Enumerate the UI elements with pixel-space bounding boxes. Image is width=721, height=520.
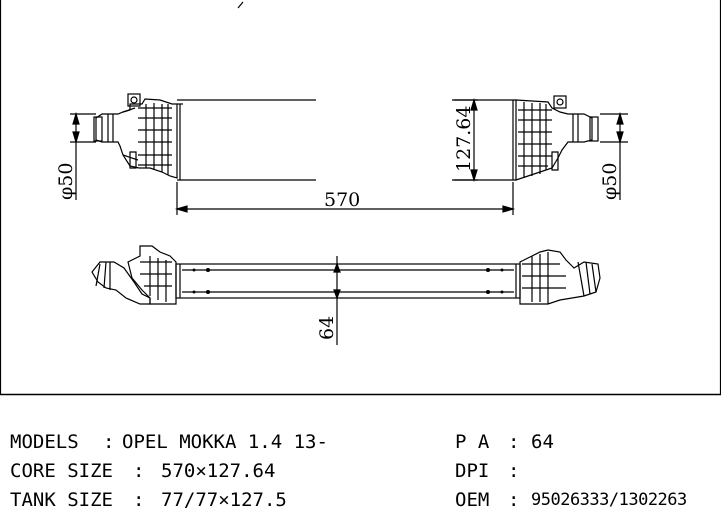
dim-depth: 64	[316, 256, 341, 345]
left-inlet-pipe	[91, 261, 151, 305]
dpi-label: DPI	[455, 460, 490, 482]
core-side	[175, 263, 521, 299]
right-outlet-pipe	[577, 261, 597, 297]
models-value: OPEL MOKKA 1.4 13-	[122, 431, 328, 453]
right-tank	[515, 95, 599, 181]
pa-label: P A	[455, 431, 490, 453]
left-tank-bottom	[127, 245, 177, 305]
pa-sep: :	[508, 431, 520, 453]
core-rivets	[192, 268, 504, 294]
pa-value: 64	[531, 431, 554, 453]
dim-right-port: φ50	[599, 111, 628, 200]
tank-size-sep: :	[133, 489, 145, 511]
bottom-view: 64	[91, 245, 601, 345]
core-size-label: CORE SIZE	[10, 460, 113, 482]
left-core-section	[177, 99, 316, 181]
core-size-value: 570×127.64	[161, 460, 276, 482]
top-view: 570 127.64 φ50	[55, 93, 628, 215]
left-tank	[93, 93, 178, 179]
right-tank-bottom	[519, 249, 601, 305]
models-label: MODELS	[10, 431, 79, 453]
tank-size-value: 77/77×127.5	[161, 489, 287, 511]
dim-depth-label: 64	[316, 316, 338, 340]
core-size-sep: :	[133, 460, 145, 482]
dim-right-port-label: φ50	[599, 163, 621, 200]
dim-height: 127.64	[453, 97, 478, 183]
oem-label: OEM	[455, 489, 490, 511]
oem-value: 95026333/1302263	[531, 490, 687, 510]
dim-left-port: φ50	[55, 111, 96, 200]
dim-left-port-label: φ50	[55, 163, 77, 200]
frame-top-mark	[237, 1, 244, 9]
dpi-sep: :	[508, 460, 520, 482]
dim-length: 570	[174, 182, 516, 215]
dim-height-label: 127.64	[453, 106, 475, 172]
oem-sep: :	[508, 489, 520, 511]
dim-length-label: 570	[324, 189, 360, 211]
models-sep: :	[103, 431, 115, 453]
tank-size-label: TANK SIZE	[10, 489, 113, 511]
